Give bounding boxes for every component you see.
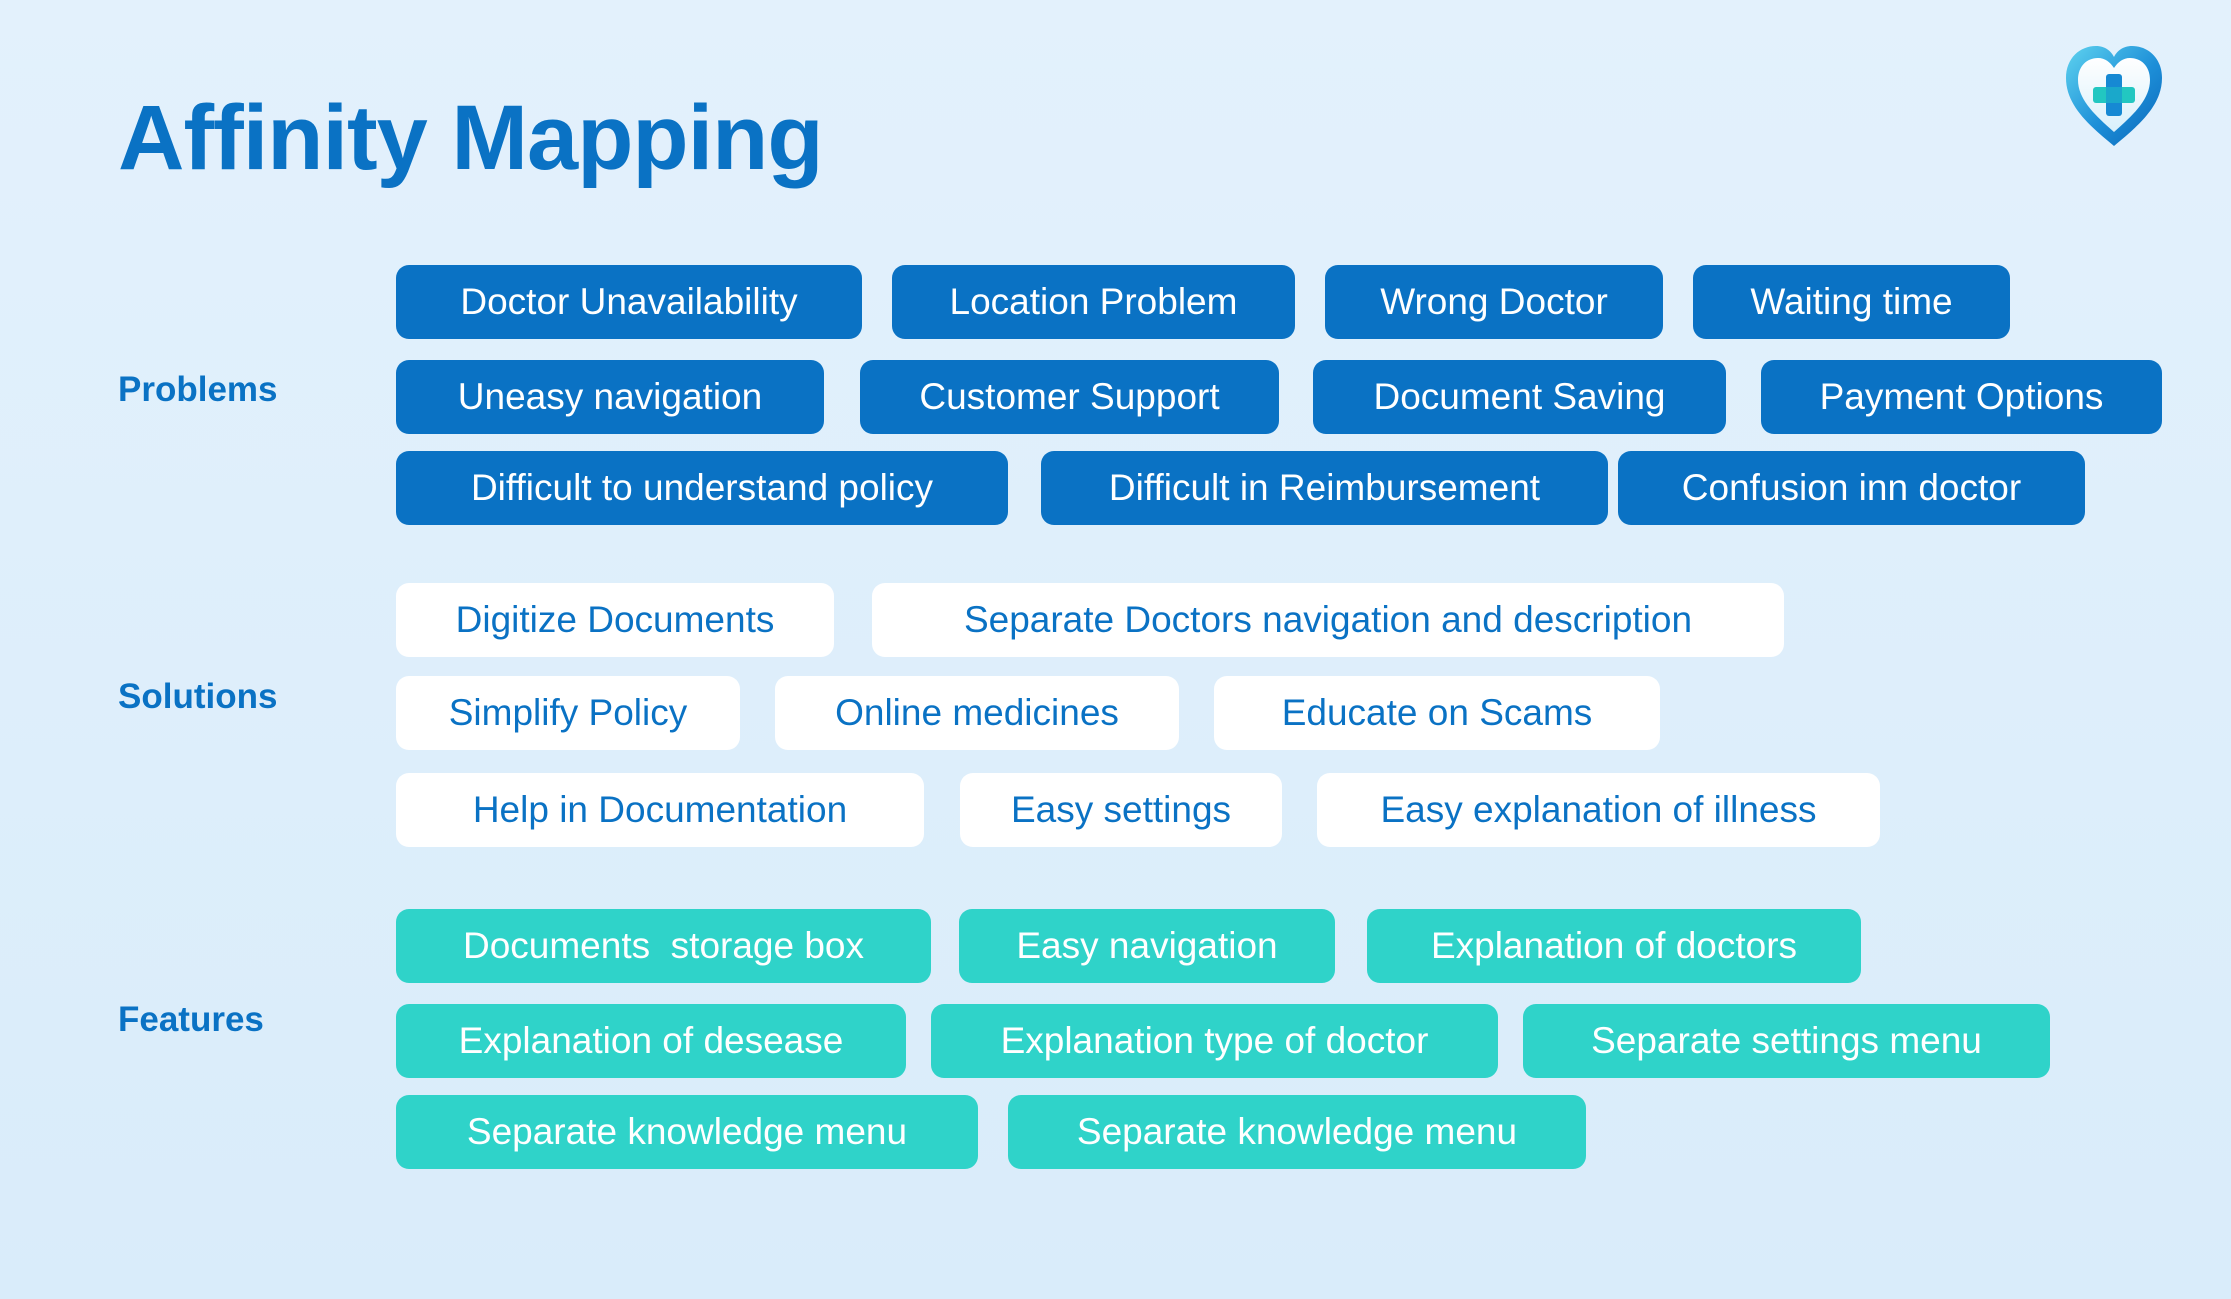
features-row-1: Documents storage box Easy navigation Ex… (396, 909, 1861, 983)
heart-plus-icon (2060, 40, 2168, 152)
feature-chip[interactable]: Explanation of doctors (1367, 909, 1861, 983)
problem-chip[interactable]: Customer Support (860, 360, 1279, 434)
section-label-problems: Problems (118, 370, 278, 409)
solution-chip[interactable]: Help in Documentation (396, 773, 924, 847)
problem-chip[interactable]: Difficult to understand policy (396, 451, 1008, 525)
page-title: Affinity Mapping (118, 87, 824, 189)
feature-chip[interactable]: Explanation type of doctor (931, 1004, 1498, 1078)
solution-chip[interactable]: Easy settings (960, 773, 1282, 847)
problem-chip[interactable]: Waiting time (1693, 265, 2010, 339)
problem-chip[interactable]: Difficult in Reimbursement (1041, 451, 1608, 525)
problem-chip[interactable]: Uneasy navigation (396, 360, 824, 434)
problem-chip[interactable]: Confusion inn doctor (1618, 451, 2085, 525)
feature-chip[interactable]: Documents storage box (396, 909, 931, 983)
problem-chip[interactable]: Doctor Unavailability (396, 265, 862, 339)
problems-row-3: Difficult to understand policy Difficult… (396, 451, 2085, 525)
feature-chip[interactable]: Explanation of desease (396, 1004, 906, 1078)
solution-chip[interactable]: Educate on Scams (1214, 676, 1660, 750)
features-row-3: Separate knowledge menu Separate knowled… (396, 1095, 1586, 1169)
solution-chip[interactable]: Simplify Policy (396, 676, 740, 750)
problem-chip[interactable]: Payment Options (1761, 360, 2162, 434)
problem-chip[interactable]: Location Problem (892, 265, 1295, 339)
problems-row-1: Doctor Unavailability Location Problem W… (396, 265, 2010, 339)
solution-chip[interactable]: Easy explanation of illness (1317, 773, 1880, 847)
feature-chip[interactable]: Easy navigation (959, 909, 1335, 983)
section-label-solutions: Solutions (118, 677, 278, 716)
problems-row-2: Uneasy navigation Customer Support Docum… (396, 360, 2162, 434)
solution-chip[interactable]: Separate Doctors navigation and descript… (872, 583, 1784, 657)
features-row-2: Explanation of desease Explanation type … (396, 1004, 2050, 1078)
solution-chip[interactable]: Online medicines (775, 676, 1179, 750)
solutions-row-2: Simplify Policy Online medicines Educate… (396, 676, 1660, 750)
problem-chip[interactable]: Document Saving (1313, 360, 1726, 434)
solutions-row-3: Help in Documentation Easy settings Easy… (396, 773, 1880, 847)
problem-chip[interactable]: Wrong Doctor (1325, 265, 1663, 339)
feature-chip[interactable]: Separate settings menu (1523, 1004, 2050, 1078)
solution-chip[interactable]: Digitize Documents (396, 583, 834, 657)
section-label-features: Features (118, 1000, 264, 1039)
solutions-row-1: Digitize Documents Separate Doctors navi… (396, 583, 1784, 657)
feature-chip[interactable]: Separate knowledge menu (396, 1095, 978, 1169)
feature-chip[interactable]: Separate knowledge menu (1008, 1095, 1586, 1169)
